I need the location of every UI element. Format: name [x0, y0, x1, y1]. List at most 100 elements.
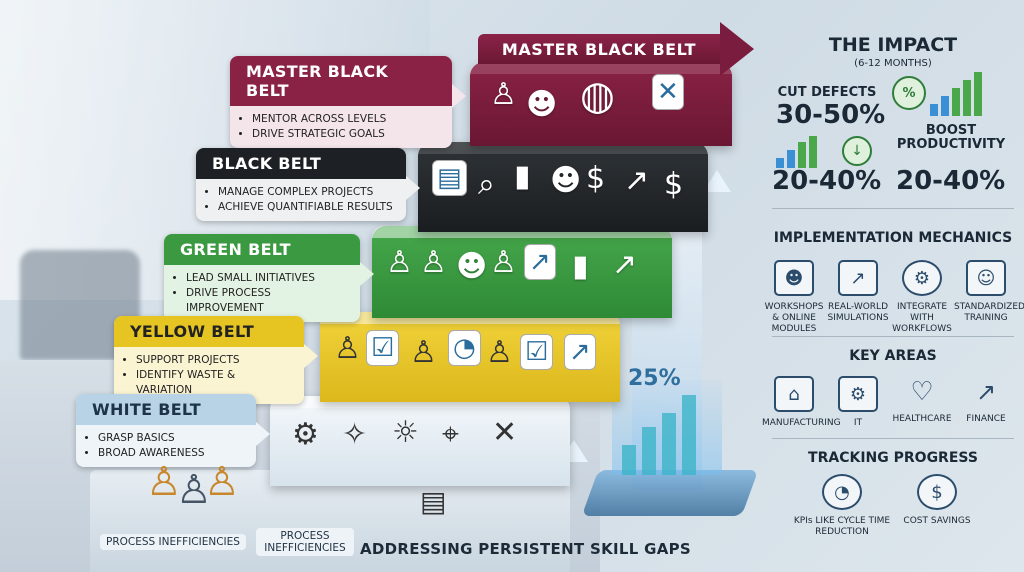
line-chart-icon: ↗ [564, 334, 596, 370]
bottom-caption: ADDRESSING PERSISTENT SKILL GAPS [360, 540, 692, 558]
tracking-label: COST SAVINGS [903, 516, 971, 526]
key-area-item: ↗ FINANCE [954, 376, 1018, 425]
key-areas-title: KEY AREAS [849, 348, 937, 364]
money-stack-icon: $ [664, 167, 684, 202]
strategy-board-icon: ✕ [652, 74, 684, 110]
yellow-belt-step: ♙ ☑ ♙ ◔ ♙ ☑ ↗ [320, 312, 620, 402]
callout-title: BLACK BELT [196, 148, 406, 179]
callout-title: WHITE BELT [76, 394, 256, 425]
boost-productivity-label: BOOST PRODUCTIVITY [896, 123, 1006, 152]
key-area-item: ♡ HEALTHCARE [890, 376, 954, 425]
master-black-belt-banner: MASTER BLACK BELT [478, 34, 720, 64]
money-hand-icon: $ [917, 474, 957, 510]
arrow-tip-icon [703, 170, 731, 192]
divider [772, 336, 1014, 337]
checklist-icon: ☑ [366, 330, 400, 366]
implementation-title: IMPLEMENTATION MECHANICS [773, 230, 1013, 246]
callout-item: DRIVE STRATEGIC GOALS [252, 127, 442, 142]
white-belt-step: ⚙ ✧ ☼ ⌖ ✕ [270, 396, 570, 486]
implementation-item: ↗ REAL-WORLD SIMULATIONS [826, 260, 890, 324]
document-icon: ▤ [420, 485, 447, 518]
team-icon: ☻ [526, 87, 558, 122]
cut-defects-value: 30-50% [776, 100, 886, 130]
heart-icon: ♡ [910, 377, 934, 407]
key-area-label: MANUFACTURING [762, 418, 841, 428]
magnifier-icon: ⌕ [478, 167, 495, 202]
hologram-platform [581, 470, 759, 516]
callout-item: GRASP BASICS [98, 431, 246, 446]
callout-item: IDENTIFY WASTE & VARIATION [136, 368, 294, 398]
callout-title: YELLOW BELT [114, 316, 304, 347]
floor-label: PROCESS INEFFICIENCIES [100, 534, 246, 550]
tracking-title: TRACKING PROGRESS [808, 450, 978, 466]
lightbulb-icon: ☼ [392, 415, 419, 450]
presenter-icon: ♙ [490, 245, 517, 280]
globe-icon: ◍ [580, 73, 615, 119]
flowchart-icon: ⌖ [442, 417, 459, 452]
gears-icon: ⚙ [292, 417, 319, 452]
implementation-label: WORKSHOPS & ONLINE MODULES [764, 302, 824, 334]
callout-title: MASTER BLACK BELT [230, 56, 452, 106]
team-icon: ☻ [456, 249, 488, 284]
implementation-item: ☺ STANDARDIZED TRAINING [954, 260, 1024, 324]
impact-title: THE IMPACT [828, 34, 958, 56]
key-area-item: ⚙ IT [826, 376, 890, 429]
down-arrow-icon: ↓ [842, 136, 872, 166]
implementation-label: REAL-WORLD SIMULATIONS [827, 302, 889, 323]
pie-chart-icon: ◔ [448, 330, 481, 366]
black-belt-step: ▤ ⌕ ▮ ☻ $ ↗ $ [418, 142, 708, 232]
person-icon: ♙ [420, 245, 447, 280]
workshop-icon: ☻ [774, 260, 814, 296]
computer-icon: ⚙ [838, 376, 878, 412]
cut-defects-label: CUT DEFECTS [777, 85, 877, 100]
dashboard-icon: ▤ [432, 160, 467, 196]
bar-chart-icon: ▮ [572, 249, 589, 284]
callout-black-belt: BLACK BELT MANAGE COMPLEX PROJECTS ACHIE… [196, 148, 420, 221]
tracking-item: $ COST SAVINGS [902, 474, 972, 527]
callout-white-belt: WHITE BELT GRASP BASICS BROAD AWARENESS [76, 394, 270, 467]
tracking-label: KPIs LIKE CYCLE TIME REDUCTION [793, 516, 891, 537]
growth-icon: ↗ [612, 247, 638, 282]
torch-icon: ✧ [342, 417, 368, 452]
boost-productivity-value: 20-40% [896, 166, 1006, 196]
simulation-icon: ↗ [838, 260, 878, 296]
hologram-percentage: 25% [628, 366, 681, 391]
mentor-icon: ♙ [490, 77, 517, 112]
impact-subtitle: (6-12 MONTHS) [854, 58, 932, 69]
person-icon: ♙ [486, 335, 513, 370]
person-icon: ♙ [410, 335, 437, 370]
callout-title: GREEN BELT [164, 234, 360, 265]
callout-item: LEAD SMALL INITIATIVES [186, 271, 350, 286]
implementation-item: ⚙ INTEGRATE WITH WORKFLOWS [890, 260, 954, 335]
bar-chart-icon: ▮ [514, 159, 531, 194]
gear-icon: ⚙ [902, 260, 942, 296]
divider [772, 208, 1014, 209]
key-area-label: FINANCE [966, 414, 1006, 424]
key-area-item: ⌂ MANUFACTURING [762, 376, 841, 429]
impact-panel: THE IMPACT (6-12 MONTHS) CUT DEFECTS 30-… [762, 0, 1024, 572]
worker-icon: ♙ [204, 459, 240, 505]
floor-label: PROCESS INEFFICIENCIES [256, 528, 354, 556]
growth-icon: ↗ [624, 163, 650, 198]
implementation-label: STANDARDIZED TRAINING [954, 302, 1024, 323]
wrench-icon: ✕ [492, 415, 518, 450]
gauge-icon: ◔ [822, 474, 862, 510]
growth-chart-icon: ↗ [975, 378, 997, 406]
callout-master-black-belt: MASTER BLACK BELT MENTOR ACROSS LEVELS D… [230, 56, 466, 148]
hologram-chart [612, 380, 722, 475]
checklist-icon: ☑ [520, 334, 554, 370]
master-black-belt-step: ♙ ☻ ◍ ✕ [470, 62, 732, 146]
dollar-icon: $ [586, 161, 606, 196]
person-icon: ♙ [386, 245, 413, 280]
green-belt-step: ♙ ♙ ☻ ♙ ↗ ▮ ↗ [372, 226, 672, 318]
percent-icon: % [892, 76, 926, 110]
arrow-head-icon [720, 22, 754, 76]
callout-item: BROAD AWARENESS [98, 446, 246, 461]
factory-icon: ⌂ [774, 376, 814, 412]
divider [772, 438, 1014, 439]
callout-item: MENTOR ACROSS LEVELS [252, 112, 442, 127]
key-area-label: HEALTHCARE [892, 414, 952, 424]
callout-item: MANAGE COMPLEX PROJECTS [218, 185, 396, 200]
worker-icon: ♙ [176, 467, 212, 513]
tracking-item: ◔ KPIs LIKE CYCLE TIME REDUCTION [792, 474, 892, 538]
